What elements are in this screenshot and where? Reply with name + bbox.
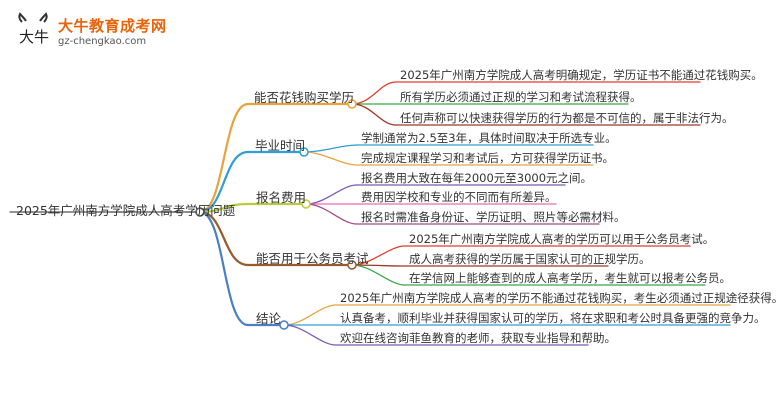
leaf-connector [283,324,337,346]
branch-node-circle [299,147,309,157]
leaf-text: 2025年广州南方学院成人高考的学历可以用于公务员考试。 [409,232,715,246]
branch-connector [198,150,250,214]
branch-node-circle [347,99,357,109]
brand-logo: 大牛 大牛教育成考网 gz-chengkao.com [14,12,174,54]
leaf-text: 任何声称可以快速获得学历的行为都是不可信的，属于非法行为。 [400,111,734,125]
leaf-connector [303,151,358,166]
bull-logo-icon: 大牛 [18,12,49,46]
leaf-connector [283,304,337,326]
leaf-text: 2025年广州南方学院成人高考明确规定，学历证书不能通过花钱购买。 [400,68,763,82]
leaf-text: 学制通常为2.5至3年，具体时间取决于所选专业。 [361,131,617,145]
leaf-text: 2025年广州南方学院成人高考的学历不能通过花钱购买，考生必须通过正规途径获得。 [340,291,783,305]
branch-connector [198,102,250,214]
leaf-text: 报名时需准备身份证、学历证明、照片等必需材料。 [361,210,626,224]
branch-node-circle [301,199,311,209]
leaf-connector [305,203,358,225]
leaf-text: 完成规定课程学习和考试后，方可获得学历证书。 [361,151,614,165]
brand-url: gz-chengkao.com [58,36,147,47]
leaf-text: 认真备考，顺利毕业并获得国家认可的学历，将在求职和考公时具备更强的竞争力。 [340,311,766,325]
branch-connector [198,202,250,214]
branch-label-conclusion: 结论 [256,311,282,326]
mindmap-connectors [9,81,731,346]
leaf-text: 报名费用大致在每年2000元至3000元之间。 [361,171,593,185]
branch-connector [198,210,250,267]
leaf-connector [351,103,397,126]
branch-label-buy-degree: 能否花钱购买学历 [254,90,355,105]
branch-label-graduation-time: 毕业时间 [255,138,306,153]
leaf-text: 成人高考获得的学历属于国家认可的正规学历。 [409,252,651,266]
leaf-text: 在学信网上能够查到的成人高考学历，考生就可以报考公务员。 [409,271,731,285]
branch-connector [198,210,250,327]
leaf-connector [303,144,358,153]
root-node-circle [195,207,205,217]
leaf-text: 欢迎在线咨询菲鱼教育的老师，获取专业指导和帮助。 [340,331,616,345]
brand-title: 大牛教育成考网 [58,17,167,35]
leaf-text: 所有学历必须通过正规的学习和考试流程获得。 [400,90,642,104]
branch-label-civil-service: 能否用于公务员考试 [256,251,369,266]
mindmap-root: 2025年广州南方学院成人高考学历问题 [16,203,236,218]
mindmap-canvas: 大牛 大牛教育成考网 gz-chengkao.com 2025年广州南方学院成人… [9,12,783,346]
leaf-connector [305,184,358,205]
leaf-text: 费用因学校和专业的不同而有所差异。 [361,190,557,204]
branch-label-fees: 报名费用 [256,190,307,205]
leaf-connector [351,81,397,105]
branch-node-circle [347,260,357,270]
leaf-connector [351,264,406,286]
svg-text:大牛: 大牛 [19,28,49,46]
branch-node-circle [279,320,289,330]
